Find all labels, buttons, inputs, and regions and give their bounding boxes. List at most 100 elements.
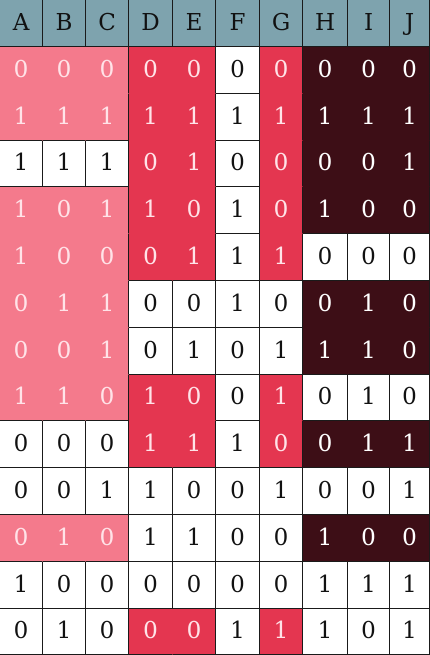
cell-j-row-11: 0	[390, 514, 430, 562]
cell-g-row-13: 1	[260, 608, 303, 655]
cell-i-row-2: 1	[348, 93, 390, 141]
cell-a-row-6: 0	[0, 280, 43, 328]
cell-d-row-4: 1	[129, 187, 173, 235]
cell-i-row-12: 1	[348, 561, 390, 609]
column-header-e: E	[173, 0, 216, 47]
column-header-b: B	[43, 0, 86, 47]
cell-e-row-12: 0	[173, 561, 216, 609]
cell-b-row-4: 0	[43, 187, 86, 235]
cell-d-row-12: 0	[129, 561, 173, 609]
cell-c-row-8: 0	[86, 374, 129, 422]
cell-i-row-11: 0	[348, 514, 390, 562]
cell-a-row-1: 0	[0, 47, 43, 94]
cell-e-row-7: 1	[173, 327, 216, 375]
cell-g-row-4: 0	[260, 187, 303, 235]
cell-c-row-1: 0	[86, 47, 129, 94]
column-header-a: A	[0, 0, 43, 47]
cell-d-row-7: 0	[129, 327, 173, 375]
cell-a-row-10: 0	[0, 468, 43, 515]
cell-i-row-1: 0	[348, 47, 390, 94]
cell-i-row-10: 0	[348, 468, 390, 515]
cell-j-row-9: 1	[390, 421, 430, 469]
cell-d-row-2: 1	[129, 93, 173, 141]
cell-b-row-11: 1	[43, 514, 86, 562]
cell-f-row-13: 1	[216, 608, 260, 655]
cell-f-row-4: 1	[216, 187, 260, 235]
cell-j-row-13: 1	[390, 608, 430, 655]
cell-f-row-5: 1	[216, 234, 260, 281]
cell-f-row-9: 1	[216, 421, 260, 469]
cell-b-row-12: 0	[43, 561, 86, 609]
cell-c-row-6: 1	[86, 280, 129, 328]
cell-f-row-3: 0	[216, 140, 260, 188]
cell-e-row-11: 1	[173, 514, 216, 562]
cell-b-row-13: 1	[43, 608, 86, 655]
cell-h-row-3: 0	[303, 140, 348, 188]
cell-c-row-9: 0	[86, 421, 129, 469]
cell-j-row-10: 1	[390, 468, 430, 515]
cell-e-row-5: 1	[173, 234, 216, 281]
cell-c-row-11: 0	[86, 514, 129, 562]
cell-i-row-9: 1	[348, 421, 390, 469]
cell-c-row-13: 0	[86, 608, 129, 655]
cell-b-row-7: 0	[43, 327, 86, 375]
cell-b-row-5: 0	[43, 234, 86, 281]
cell-f-row-11: 0	[216, 514, 260, 562]
cell-j-row-3: 1	[390, 140, 430, 188]
cell-b-row-1: 0	[43, 47, 86, 94]
cell-h-row-5: 0	[303, 234, 348, 281]
cell-j-row-6: 0	[390, 280, 430, 328]
column-header-f: F	[216, 0, 260, 47]
cell-i-row-3: 0	[348, 140, 390, 188]
column-header-h: H	[303, 0, 348, 47]
cell-e-row-2: 1	[173, 93, 216, 141]
cell-j-row-2: 1	[390, 93, 430, 141]
cell-f-row-2: 1	[216, 93, 260, 141]
cell-g-row-5: 1	[260, 234, 303, 281]
cell-a-row-7: 0	[0, 327, 43, 375]
cell-i-row-13: 0	[348, 608, 390, 655]
cell-g-row-1: 0	[260, 47, 303, 94]
cell-g-row-3: 0	[260, 140, 303, 188]
cell-c-row-2: 1	[86, 93, 129, 141]
cell-a-row-5: 1	[0, 234, 43, 281]
cell-c-row-12: 0	[86, 561, 129, 609]
cell-g-row-8: 1	[260, 374, 303, 422]
cell-b-row-3: 1	[43, 140, 86, 188]
cell-e-row-13: 0	[173, 608, 216, 655]
cell-c-row-5: 0	[86, 234, 129, 281]
cell-h-row-9: 0	[303, 421, 348, 469]
cell-a-row-9: 0	[0, 421, 43, 469]
column-header-g: G	[260, 0, 303, 47]
cell-g-row-10: 1	[260, 468, 303, 515]
cell-g-row-2: 1	[260, 93, 303, 141]
cell-e-row-8: 0	[173, 374, 216, 422]
cell-g-row-6: 0	[260, 280, 303, 328]
cell-i-row-8: 1	[348, 374, 390, 422]
cell-f-row-12: 0	[216, 561, 260, 609]
cell-g-row-7: 1	[260, 327, 303, 375]
cell-h-row-4: 1	[303, 187, 348, 235]
cell-h-row-10: 0	[303, 468, 348, 515]
cell-h-row-12: 1	[303, 561, 348, 609]
cell-i-row-5: 0	[348, 234, 390, 281]
cell-a-row-3: 1	[0, 140, 43, 188]
cell-c-row-10: 1	[86, 468, 129, 515]
cell-j-row-12: 1	[390, 561, 430, 609]
cell-d-row-13: 0	[129, 608, 173, 655]
column-header-d: D	[129, 0, 173, 47]
cell-i-row-7: 1	[348, 327, 390, 375]
cell-a-row-11: 0	[0, 514, 43, 562]
cell-b-row-10: 0	[43, 468, 86, 515]
cell-j-row-7: 0	[390, 327, 430, 375]
cell-c-row-7: 1	[86, 327, 129, 375]
cell-b-row-8: 1	[43, 374, 86, 422]
cell-f-row-10: 0	[216, 468, 260, 515]
cell-b-row-9: 0	[43, 421, 86, 469]
cell-d-row-9: 1	[129, 421, 173, 469]
cell-h-row-2: 1	[303, 93, 348, 141]
cell-e-row-6: 0	[173, 280, 216, 328]
cell-e-row-10: 0	[173, 468, 216, 515]
cell-a-row-12: 1	[0, 561, 43, 609]
